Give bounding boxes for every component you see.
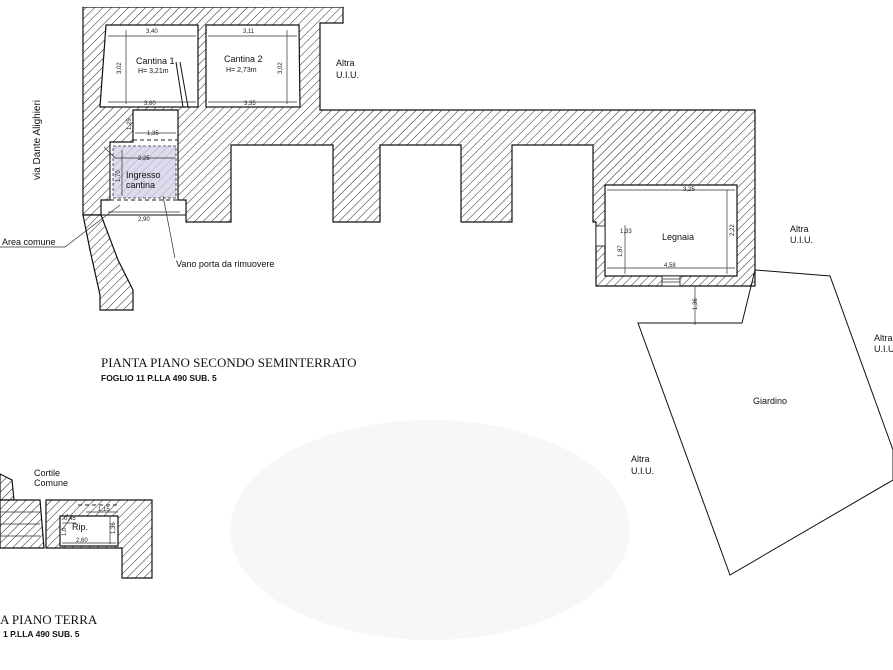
giardino-label: Giardino	[753, 396, 787, 406]
dim-c2-height: 3,02	[278, 62, 284, 74]
dim-c1-height: 3,02	[117, 62, 123, 74]
leader-lines	[0, 146, 176, 259]
basement-subtitle: FOGLIO 11 P.LLA 490 SUB. 5	[101, 373, 217, 383]
ground-floor-walls	[0, 473, 153, 579]
dim-rip-left: 1,0	[62, 527, 68, 536]
street-label: via Dante Alighieri	[32, 100, 43, 180]
dimension-lines	[108, 30, 735, 325]
dim-corridor: 1,35	[147, 131, 159, 137]
dim-c1-width: 3,40	[146, 29, 158, 35]
cantina1-height: H= 3,21m	[138, 68, 169, 75]
altra-uiu-4-line1: Altra	[631, 454, 650, 464]
rip-label: Rip.	[72, 522, 88, 532]
dim-corr-v: 1,25	[127, 118, 133, 130]
scan-smudge	[230, 420, 630, 640]
dim-legnaia-top: 3,25	[683, 187, 695, 193]
ground-subtitle: 1 P.LLA 490 SUB. 5	[3, 629, 80, 639]
dim-rip-top: 1,15	[98, 507, 110, 513]
ingresso-cantina-area	[112, 145, 177, 199]
altra-uiu-1-line1: Altra	[336, 58, 355, 68]
vano-porta-label: Vano porta da rimuovere	[176, 259, 274, 269]
legnaia-label: Legnaia	[662, 232, 694, 242]
dim-ingresso-h: 1,70	[116, 170, 122, 182]
dim-c2-bottom: 3,35	[244, 101, 256, 107]
ground-title: A PIANO TERRA	[0, 612, 98, 627]
ingresso-label-2: cantina	[126, 180, 155, 190]
altra-uiu-3-line1: Altra	[874, 333, 893, 343]
cantina2-name: Cantina 2	[224, 54, 263, 64]
altra-uiu-1-line2: U.I.U.	[336, 70, 359, 80]
dim-garden-gap: 1,36	[693, 298, 699, 310]
dim-legnaia-bottom: 4,58	[664, 263, 676, 269]
altra-uiu-4-line2: U.I.U.	[631, 466, 654, 476]
ingresso-label-1: Ingresso	[126, 170, 161, 180]
garden-outline	[637, 269, 893, 576]
cantina1-name: Cantina 1	[136, 56, 175, 66]
altra-uiu-2-line2: U.I.U.	[790, 235, 813, 245]
dim-rip-bottom: 2,60	[76, 538, 88, 544]
dim-ingresso-bottom: 2,90	[138, 217, 150, 223]
cortile-label-1: Cortile	[34, 468, 60, 478]
dim-rip-small: 0,45	[64, 516, 76, 522]
dim-ingresso-w: 2,25	[138, 156, 150, 162]
dim-legnaia-h: 2,22	[730, 224, 736, 236]
legnaia-openings	[595, 225, 681, 287]
area-comune-label: Area comune	[2, 237, 56, 247]
altra-uiu-2-line1: Altra	[790, 224, 809, 234]
altra-uiu-3-line2: U.I.U.	[874, 344, 893, 354]
dim-c2-width: 3,11	[243, 29, 255, 35]
ground-floor-dimension-lines	[62, 511, 118, 544]
dim-legnaia-left: 1,87	[618, 245, 624, 257]
cortile-label-2: Comune	[34, 478, 68, 488]
dim-legnaia-small: 1,33	[620, 229, 632, 235]
dim-c1-bottom: 3,60	[144, 101, 156, 107]
cantina2-height: H= 2,73m	[226, 67, 257, 74]
basement-interior-lines	[100, 61, 300, 216]
dim-rip-right: 1,36	[111, 522, 117, 534]
basement-title: PIANTA PIANO SECONDO SEMINTERRATO	[101, 355, 357, 370]
